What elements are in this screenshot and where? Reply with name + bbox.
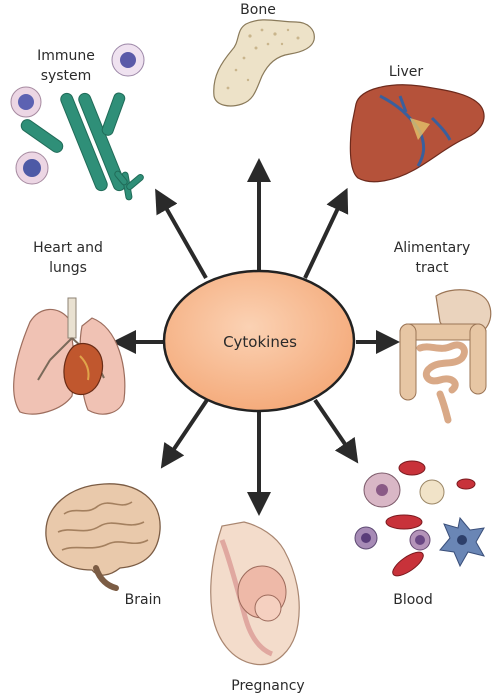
bone-illustration (213, 19, 315, 107)
label-alimentary-tract: Alimentary tract (393, 240, 471, 276)
liver-illustration (349, 84, 485, 183)
label-liver: Liver (388, 64, 424, 80)
heart-lungs-illustration (13, 297, 126, 415)
brain-illustration (45, 483, 161, 591)
label-bone: Bone (240, 2, 276, 18)
label-immune-system: Immune system (37, 48, 95, 84)
alimentary-illustration (399, 289, 492, 424)
arrow-to-blood (313, 398, 359, 464)
pregnancy-illustration (210, 521, 300, 666)
blood-illustration (354, 460, 486, 577)
label-blood: Blood (393, 592, 433, 608)
arrow-to-brain (160, 398, 209, 469)
center-label: Cytokines (223, 333, 297, 351)
label-brain: Brain (124, 592, 162, 608)
immune-illustration (10, 43, 145, 201)
label-pregnancy: Pregnancy (231, 678, 305, 694)
arrows (112, 158, 400, 516)
arrow-to-liver (303, 187, 349, 279)
arrow-to-immune (155, 188, 208, 279)
cytokines-ellipse (162, 269, 356, 413)
label-heart-and-lungs: Heart and lungs (33, 240, 103, 276)
